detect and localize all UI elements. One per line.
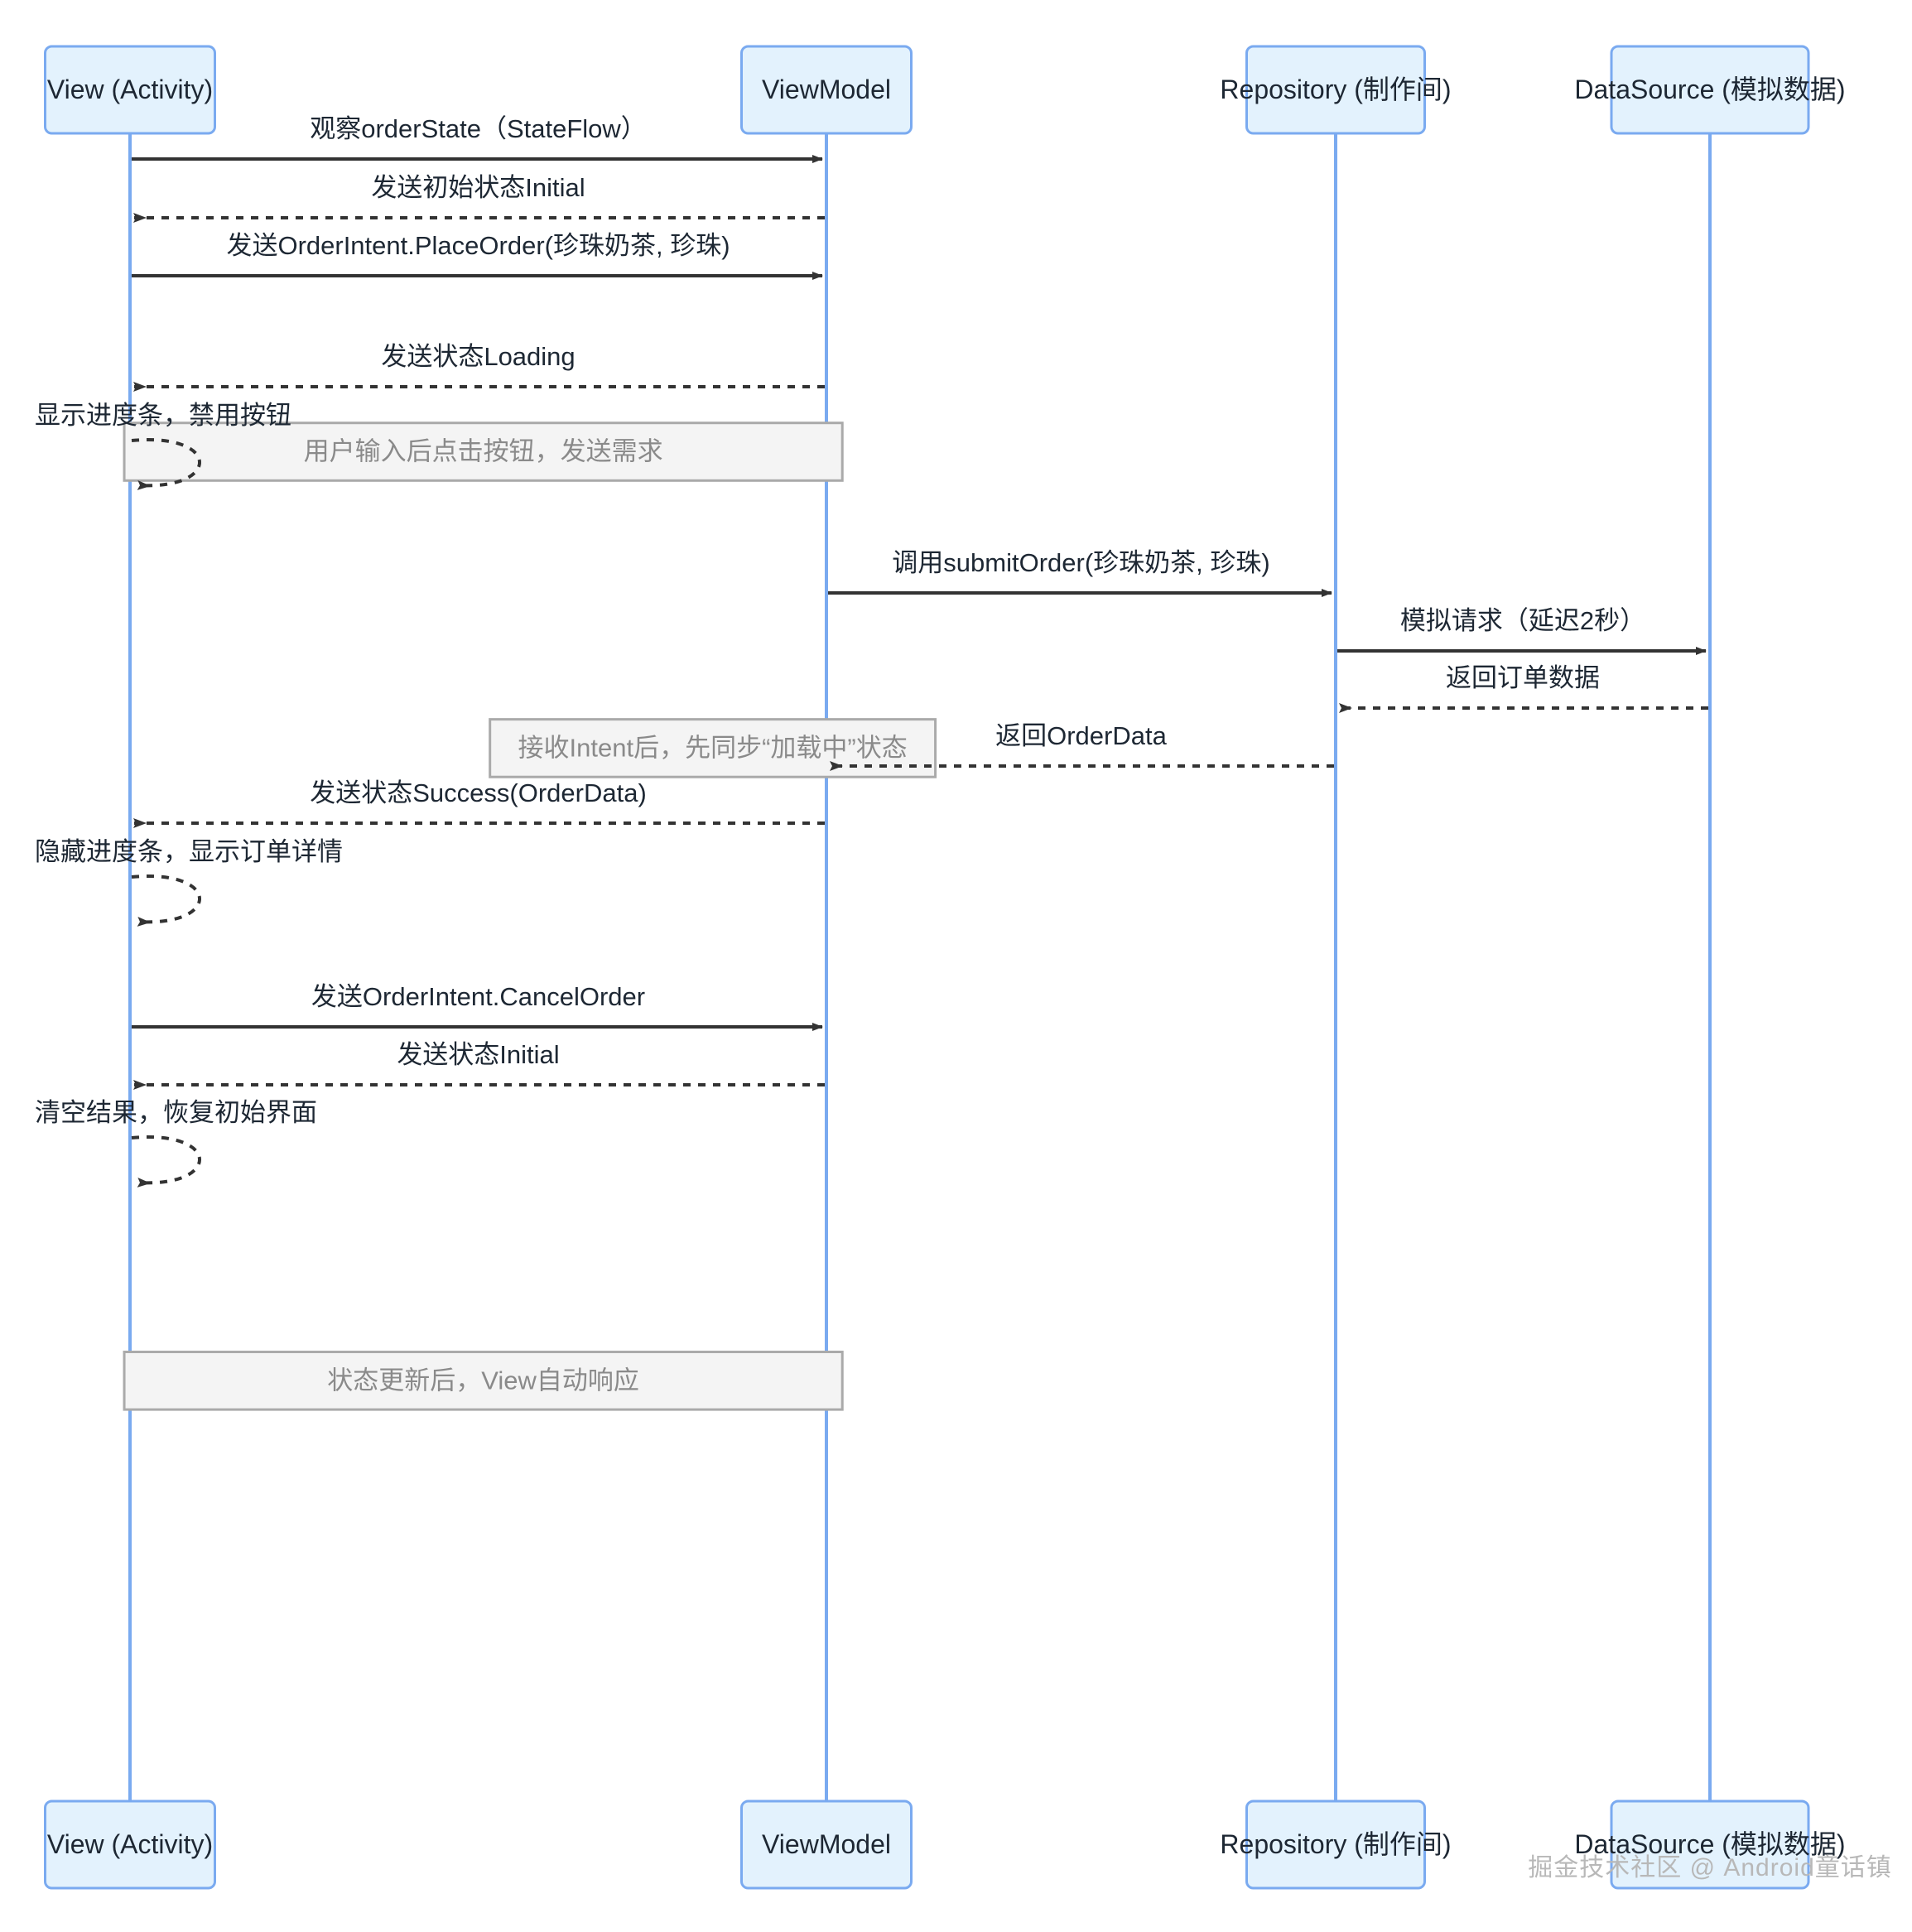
message-label-8: 返回订单数据 <box>1446 663 1600 692</box>
message-label-3: 发送OrderIntent.PlaceOrder(珍珠奶茶, 珍珠) <box>226 231 730 260</box>
self-message-arrow-14 <box>131 1135 201 1188</box>
note-box-2[interactable] <box>489 718 937 778</box>
message-12[interactable]: 发送OrderIntent.CancelOrder <box>132 982 823 1031</box>
message-5[interactable]: 显示进度条，禁用按钮 <box>35 401 291 490</box>
message-label-11: 隐藏进度条，显示订单详情 <box>35 837 343 866</box>
actor-box-view[interactable] <box>44 45 216 135</box>
message-3[interactable]: 发送OrderIntent.PlaceOrder(珍珠奶茶, 珍珠) <box>132 231 823 280</box>
message-label-4: 发送状态Loading <box>381 342 575 371</box>
actor-box-view[interactable] <box>44 1800 216 1890</box>
self-message-arrow-5 <box>131 438 201 490</box>
message-6[interactable]: 调用submitOrder(珍珠奶茶, 珍珠) <box>828 548 1332 597</box>
message-label-1: 观察orderState（StateFlow） <box>310 114 647 143</box>
actor-box-viewmodel[interactable] <box>740 45 913 135</box>
message-10[interactable]: 发送状态Success(OrderData) <box>133 778 825 828</box>
note-box-1[interactable] <box>123 422 844 482</box>
message-label-14: 清空结果，恢复初始界面 <box>35 1098 317 1127</box>
actor-label-repository: Repository (制作间) <box>1220 75 1451 104</box>
messages-group: 观察orderState（StateFlow） 发送初始状态Initial 发送Or… <box>35 114 1708 1188</box>
message-label-5: 显示进度条，禁用按钮 <box>35 401 291 430</box>
actor-boxes-top: View (Activity) ViewModel Repository (制作间)… <box>44 45 1846 135</box>
actor-label-view: View (Activity) <box>47 1829 213 1859</box>
actor-label-repository: Repository (制作间) <box>1220 1829 1451 1859</box>
message-14[interactable]: 清空结果，恢复初始界面 <box>35 1098 317 1188</box>
actor-label-datasource: DataSource (模拟数据) <box>1574 75 1845 104</box>
actor-box-datasource[interactable] <box>1610 45 1810 135</box>
message-1[interactable]: 观察orderState（StateFlow） <box>132 114 823 163</box>
actor-box-viewmodel[interactable] <box>740 1800 913 1890</box>
actor-label-viewmodel: ViewModel <box>762 75 891 104</box>
message-11[interactable]: 隐藏进度条，显示订单详情 <box>35 837 343 927</box>
message-label-10: 发送状态Success(OrderData) <box>310 778 647 807</box>
note-label-1: 用户输入后点击按钮，发送需求 <box>304 437 663 466</box>
note-box-3[interactable] <box>123 1351 844 1411</box>
actor-box-datasource[interactable] <box>1610 1800 1810 1890</box>
actor-label-view: View (Activity) <box>47 75 213 104</box>
actor-box-repository[interactable] <box>1245 45 1426 135</box>
actor-label-datasource: DataSource (模拟数据) <box>1574 1829 1845 1859</box>
message-label-7: 模拟请求（延迟2秒） <box>1400 606 1645 635</box>
message-label-12: 发送OrderIntent.CancelOrder <box>311 982 645 1011</box>
message-8[interactable]: 返回订单数据 <box>1339 663 1708 713</box>
message-label-13: 发送状态Initial <box>397 1040 559 1069</box>
note-label-3: 状态更新后，View自动响应 <box>327 1366 639 1395</box>
actor-box-repository[interactable] <box>1245 1800 1426 1890</box>
lifelines-group <box>128 133 1712 1801</box>
message-9[interactable]: 返回OrderData <box>830 721 1334 771</box>
actor-label-viewmodel: ViewModel <box>762 1829 891 1859</box>
actor-boxes-bottom: View (Activity) ViewModel Repository (制作间)… <box>44 1800 1846 1890</box>
message-label-2: 发送初始状态Initial <box>371 173 585 202</box>
message-4[interactable]: 发送状态Loading <box>133 342 825 392</box>
message-7[interactable]: 模拟请求（延迟2秒） <box>1337 606 1707 655</box>
watermark-text: 掘金技术社区 @ Android童话镇 <box>1528 1854 1892 1881</box>
message-label-9: 返回OrderData <box>995 721 1167 750</box>
message-13[interactable]: 发送状态Initial <box>133 1040 825 1090</box>
message-label-6: 调用submitOrder(珍珠奶茶, 珍珠) <box>892 548 1269 577</box>
self-message-arrow-11 <box>131 874 201 927</box>
message-2[interactable]: 发送初始状态Initial <box>133 173 825 223</box>
note-label-2: 接收Intent后，先同步“加载中”状态 <box>518 734 908 763</box>
notes-group: 用户输入后点击按钮，发送需求接收Intent后，先同步“加载中”状态状态更新后，… <box>123 422 937 1411</box>
